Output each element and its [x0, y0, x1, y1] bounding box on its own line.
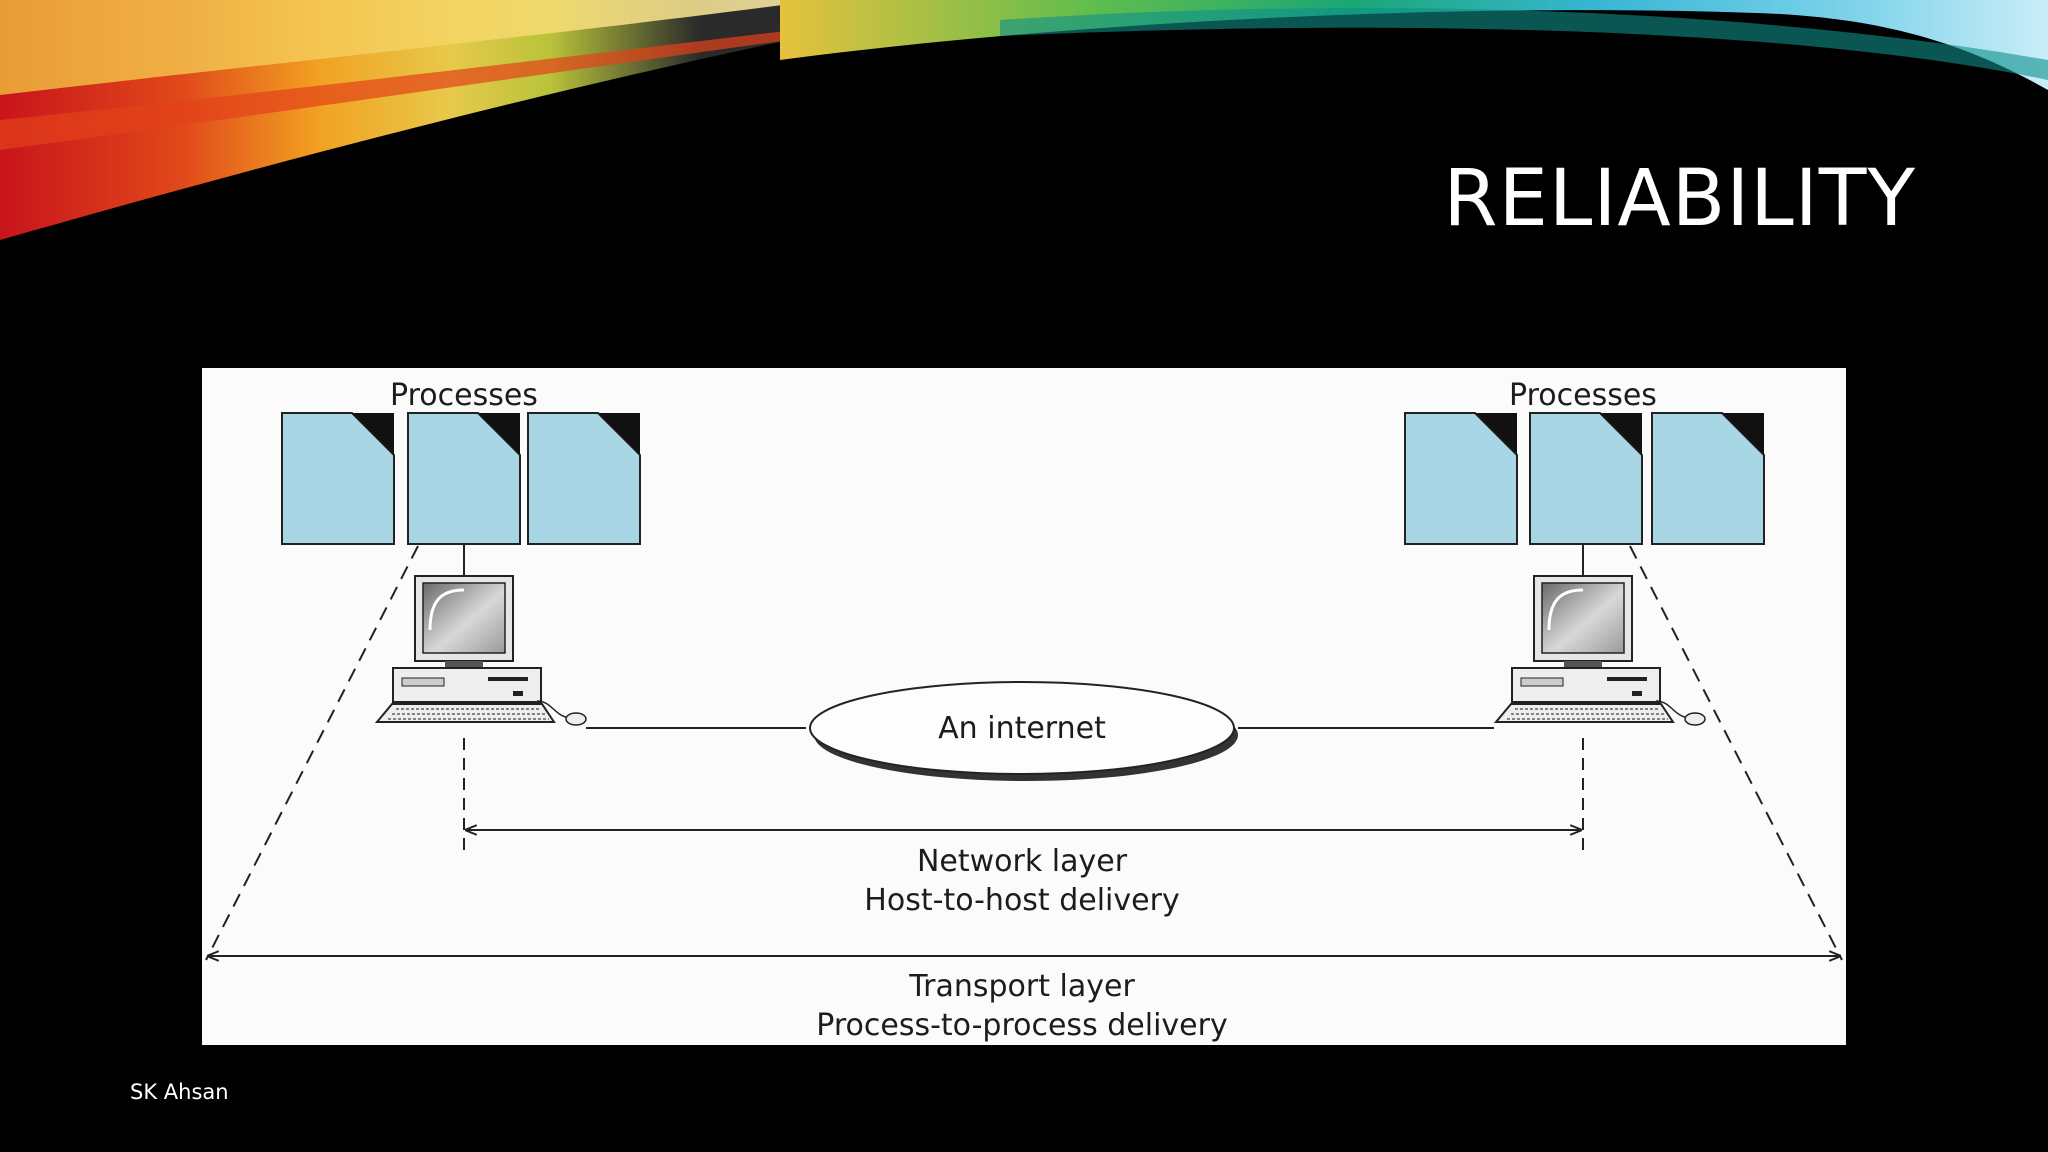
internet-label: An internet	[938, 711, 1106, 746]
right-process-icon-1	[1404, 412, 1518, 545]
network-layer-sublabel: Host-to-host delivery	[864, 883, 1179, 918]
right-process-icon-2	[1529, 412, 1643, 545]
internet-cloud	[809, 681, 1238, 781]
right-host-computer-icon	[1493, 575, 1706, 726]
transport-layer-sublabel: Process-to-process delivery	[816, 1008, 1227, 1043]
left-processes-label: Processes	[390, 378, 538, 413]
network-layer-label: Network layer	[917, 844, 1128, 879]
decorative-swoosh	[0, 0, 2048, 240]
left-process-icon-1	[281, 412, 395, 545]
transport-layer-label: Transport layer	[908, 969, 1135, 1004]
diagram-canvas: Processes Processes	[205, 378, 1843, 1043]
left-host-computer-icon	[374, 575, 587, 726]
left-process-icon-2	[407, 412, 521, 545]
left-process-icon-3	[527, 412, 641, 545]
right-process-icon-3	[1651, 412, 1765, 545]
footer-author: SK Ahsan	[130, 1080, 229, 1104]
transport-layer-diagram: Processes Processes	[202, 368, 1846, 1045]
right-processes-label: Processes	[1509, 378, 1657, 413]
slide-title: RELIABILITY	[1443, 154, 1916, 244]
